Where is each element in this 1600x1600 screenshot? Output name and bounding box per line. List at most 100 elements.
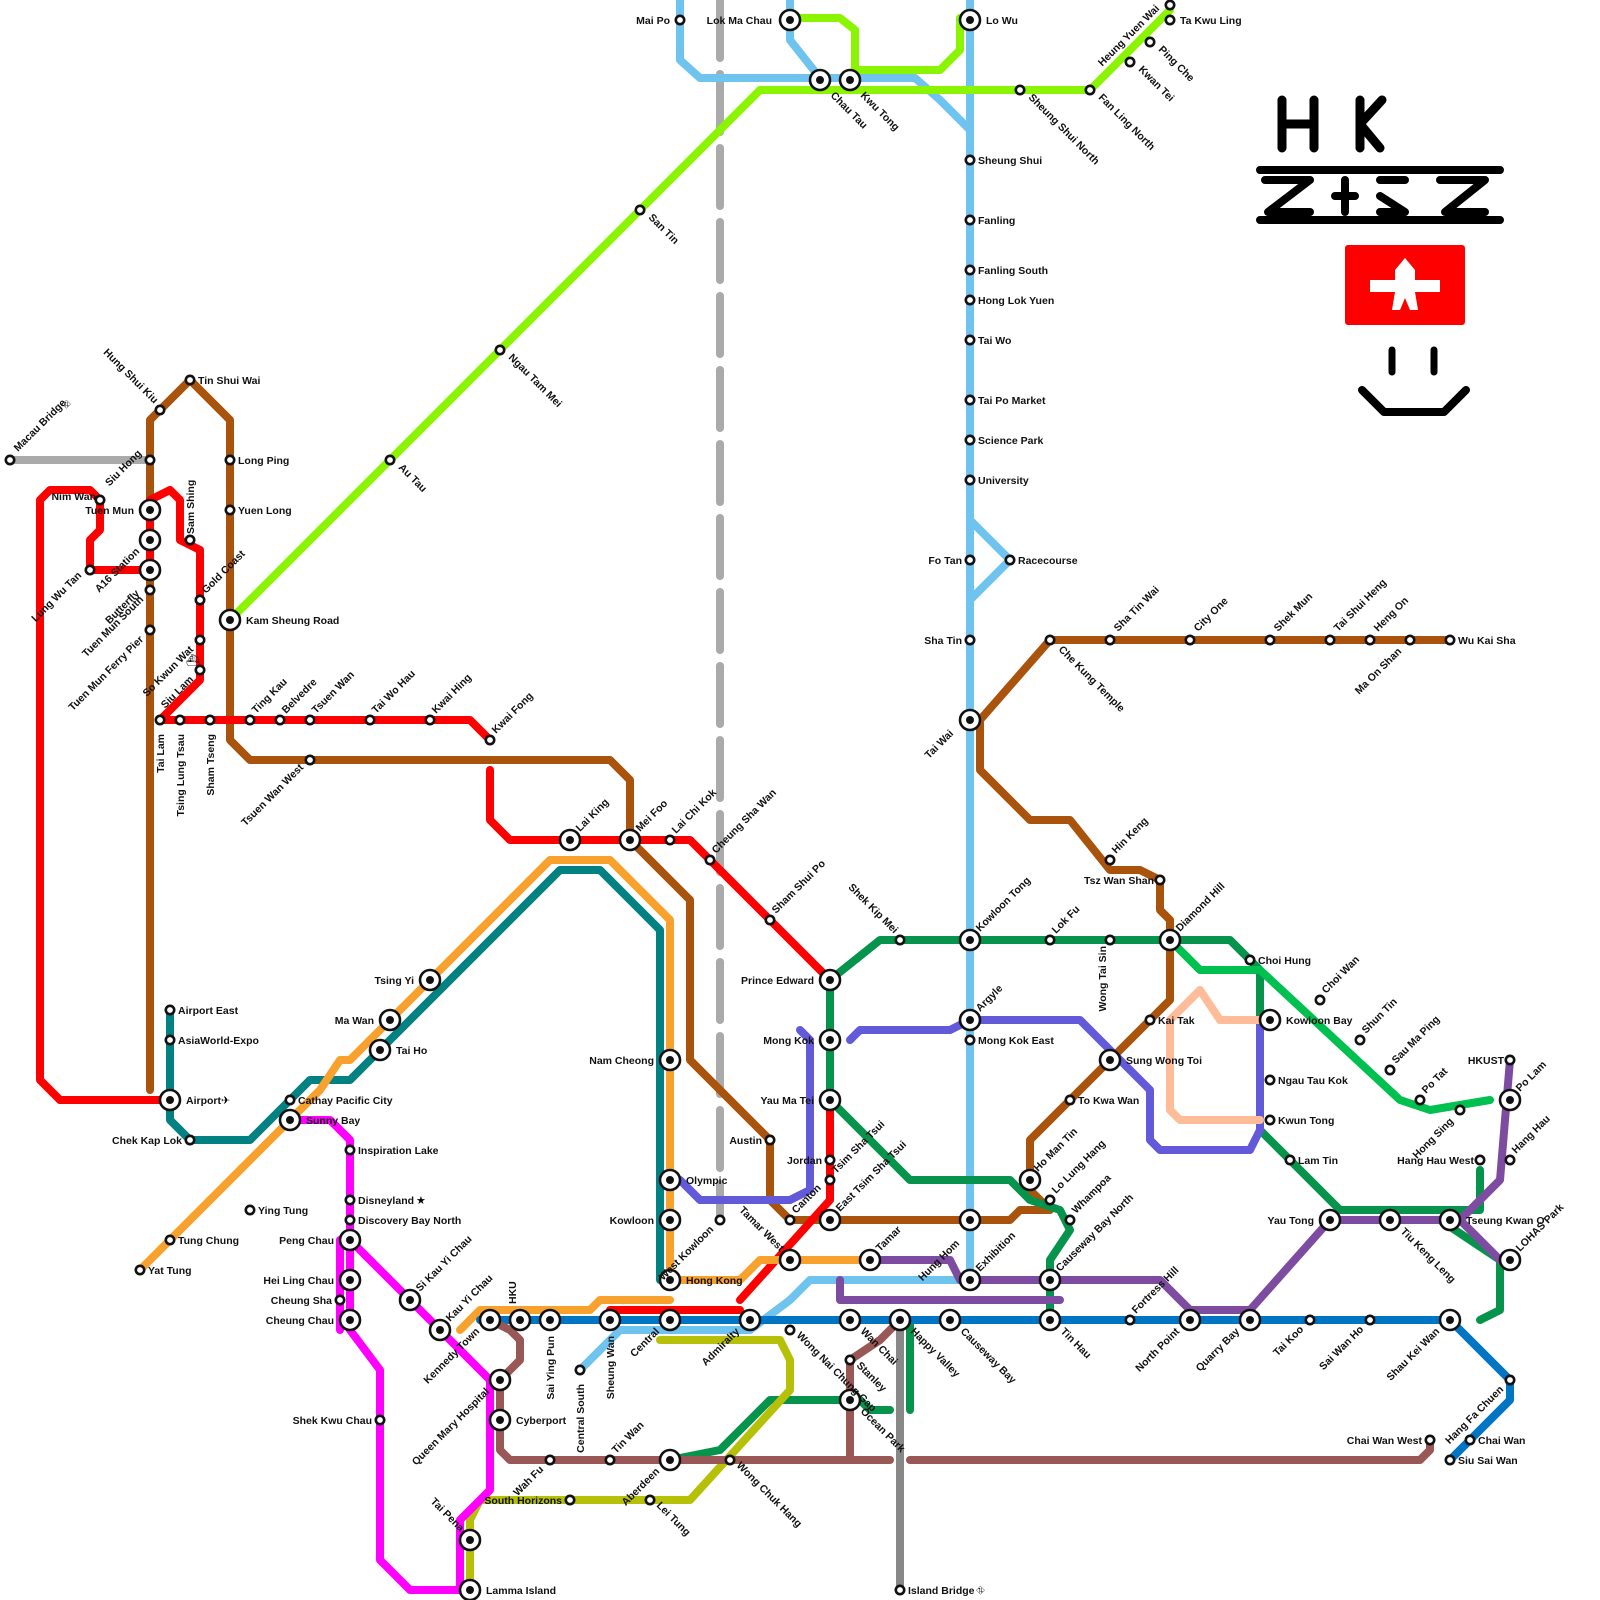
station-shek-mun[interactable] [1266,636,1274,644]
station-fo-tan[interactable] [966,556,974,564]
station-tuen-mun-ferry-pier[interactable] [146,626,154,634]
station-po-tat[interactable] [1416,1096,1424,1104]
station-kwai-hing[interactable] [426,716,434,724]
station-lok-fu[interactable] [1046,936,1054,944]
station-fanling[interactable] [966,216,974,224]
station-island-bridge[interactable] [896,1586,904,1594]
station-lei-tung[interactable] [646,1496,654,1504]
station-si-kau-yi-chau[interactable] [400,1290,420,1310]
station-sai-wan-ho[interactable] [1366,1316,1374,1324]
station-lohas-park[interactable] [1500,1250,1520,1270]
station-hang-hau[interactable] [1506,1156,1514,1164]
station-racecourse[interactable] [1006,556,1014,564]
station-san-tin[interactable] [636,206,644,214]
station-canton[interactable] [786,1216,794,1224]
station-cheung-sha-wan[interactable] [706,856,714,864]
station-hkust[interactable] [1506,1056,1514,1064]
station-macau-bridge[interactable] [6,456,14,464]
station-diamond-hill[interactable] [1160,930,1180,950]
station-wah-fu[interactable] [546,1456,554,1464]
station-ping-che[interactable] [1146,38,1154,46]
station-airport-east[interactable] [166,1006,174,1014]
station-ho-man-tin[interactable] [1020,1170,1040,1190]
station-west-kowloon[interactable] [716,1216,724,1224]
station-fanling-south[interactable] [966,266,974,274]
station-tai-wo-hau[interactable] [366,716,374,724]
station-yau-tong[interactable] [1320,1210,1340,1230]
station-exhibition[interactable] [960,1270,980,1290]
station-tai-lam[interactable] [156,716,164,724]
station-kwu-tong[interactable] [840,70,860,90]
station-sunny-bay[interactable] [280,1110,300,1130]
station-sha-tin-wai[interactable] [1106,636,1114,644]
station-disneyland[interactable] [346,1196,354,1204]
station-tseung-kwan-o[interactable] [1440,1210,1460,1230]
station-north-point[interactable] [1180,1310,1200,1330]
station-tsuen-wan-west[interactable] [306,756,314,764]
station-sha-tin[interactable] [966,636,974,644]
station-kennedy-town[interactable] [480,1310,500,1330]
station-cheung-sha[interactable] [336,1296,344,1304]
station-central-south[interactable] [576,1366,584,1374]
station-cathay-pacific-city[interactable] [286,1096,294,1104]
station-lung-wu-tan[interactable] [86,566,94,574]
station-tai-pena[interactable] [460,1530,480,1550]
station-tsuen-wan[interactable] [306,716,314,724]
station-queen-mary-hospital[interactable] [490,1370,510,1390]
station-so-kwun-wat[interactable] [196,636,204,644]
station-lamma-island[interactable] [460,1580,480,1600]
station-hei-ling-chau[interactable] [340,1270,360,1290]
station-tai-po-market[interactable] [966,396,974,404]
station-central[interactable] [660,1310,680,1330]
station-mai-po[interactable] [676,16,684,24]
station-tsing-lung-tsau[interactable] [176,716,184,724]
station-south-horizons[interactable] [566,1496,574,1504]
station-ying-tung[interactable] [246,1206,254,1214]
station-mei-foo[interactable] [620,830,640,850]
station-chai-wan-west[interactable] [1426,1436,1434,1444]
station-hong-lok-yuen[interactable] [966,296,974,304]
station-wong-nai-chung-gap[interactable] [786,1326,794,1334]
station-prince-edward[interactable] [820,970,840,990]
station-yau-ma-tei[interactable] [820,1090,840,1110]
station-ngau-tau-kok[interactable] [1266,1076,1274,1084]
station-lo-wu[interactable] [960,10,980,30]
station-nam-cheong[interactable] [660,1050,680,1070]
station-sham-tseng[interactable] [206,716,214,724]
station-mong-kok[interactable] [820,1030,840,1050]
station-lam-tin[interactable] [1286,1156,1294,1164]
station-tuen-mun[interactable] [140,500,160,520]
station-hang-hau-west[interactable] [1476,1156,1484,1164]
station-sai-ying-pun[interactable] [540,1310,560,1330]
station-sheung-shui-north[interactable] [1016,86,1024,94]
station-tamar[interactable] [860,1250,880,1270]
station-ngau-tam-mei[interactable] [496,346,504,354]
station-causeway-bay-north[interactable] [1040,1270,1060,1290]
station-sheung-wan[interactable] [600,1310,620,1330]
station-aberdeen[interactable] [660,1450,680,1470]
station-airport[interactable] [160,1090,180,1110]
station-kau-yi-chau[interactable] [430,1320,450,1340]
station-fortress-hill[interactable] [1126,1316,1134,1324]
station-nim-wan[interactable] [96,496,104,504]
station-heung-yuen-wai[interactable] [1166,1,1174,9]
station-yuen-long[interactable] [226,506,234,514]
station-wan-chai[interactable] [840,1310,860,1330]
station-shau-kei-wan[interactable] [1440,1310,1460,1330]
station-inspiration-lake[interactable] [346,1146,354,1154]
station-tai-koo[interactable] [1306,1316,1314,1324]
station-ta-kwu-ling[interactable] [1166,16,1174,24]
station-lai-chi-kok[interactable] [666,836,674,844]
station-whampoa[interactable] [1066,1216,1074,1224]
station-cheung-chau[interactable] [340,1310,360,1330]
station-east-tsim-sha-tsui[interactable] [820,1210,840,1230]
station-gold-coast[interactable] [196,596,204,604]
station-tai-ho[interactable] [370,1040,390,1060]
station-tin-hau[interactable] [1040,1310,1060,1330]
station-hin-keng[interactable] [1106,856,1114,864]
station-tung-chung[interactable] [166,1236,174,1244]
station-kwan-tei[interactable] [1126,58,1134,66]
station-sam-shing[interactable] [186,536,194,544]
station-siu-sai-wan[interactable] [1446,1456,1454,1464]
station-fan-ling-north[interactable] [1086,86,1094,94]
